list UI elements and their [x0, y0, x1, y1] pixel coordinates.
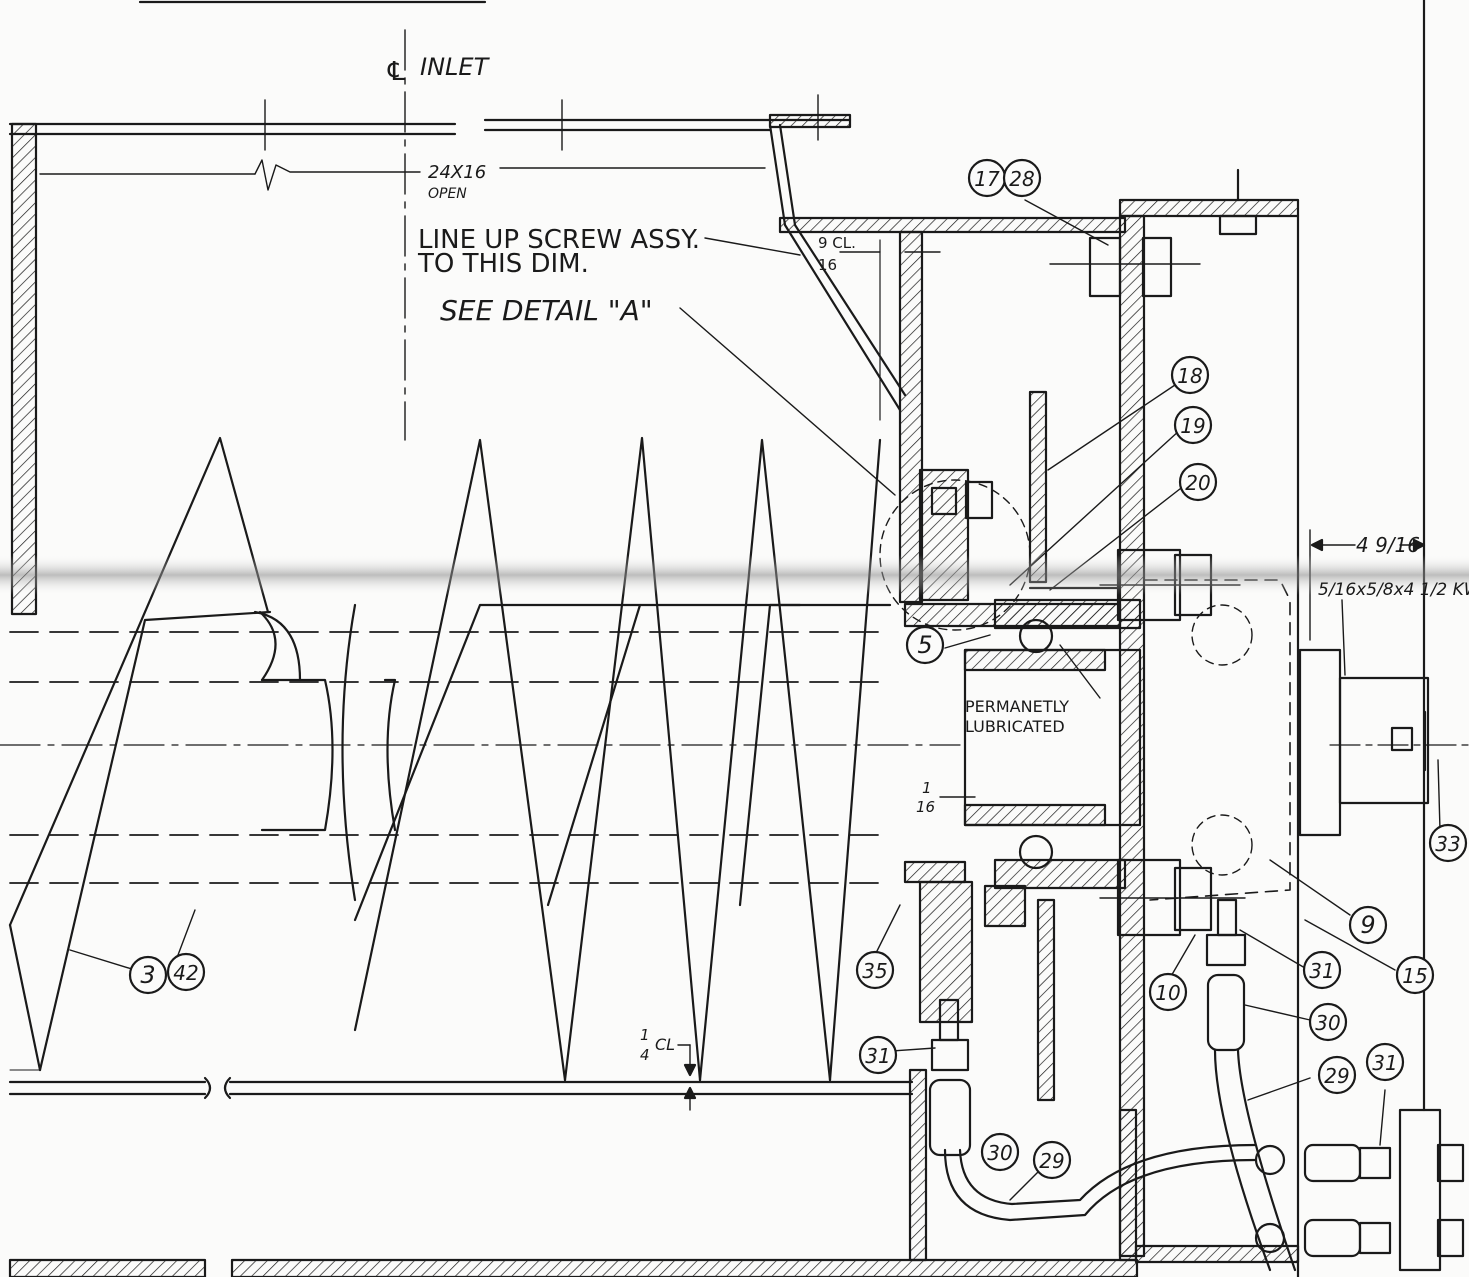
bottom-cl-num: 1: [640, 1026, 650, 1044]
item-balloon-label: 3: [140, 961, 155, 989]
item-balloon-label: 15: [1402, 964, 1427, 988]
item-balloon-31: 31: [858, 1035, 898, 1075]
item-balloon-19: 19: [1173, 405, 1213, 445]
item-balloon-17: 17: [967, 158, 1007, 198]
keyway-note: 5/16x5/8x4 1/2 KWY: [1318, 580, 1469, 600]
item-balloon-31: 31: [1302, 950, 1342, 990]
item-balloon-label: 18: [1177, 364, 1202, 388]
item-balloon-label: 5: [917, 631, 932, 659]
item-balloon-20: 20: [1178, 462, 1218, 502]
item-balloon-9: 9: [1348, 905, 1388, 945]
item-balloon-30: 30: [1308, 1002, 1348, 1042]
item-balloon-label: 29: [1039, 1149, 1064, 1173]
bottom-cl-den: 4: [640, 1046, 650, 1064]
gap-dim-den: 16: [916, 798, 935, 816]
item-balloon-35: 35: [855, 950, 895, 990]
item-balloon-18: 18: [1170, 355, 1210, 395]
line-up-note-1: LINE UP SCREW ASSY.: [418, 225, 700, 255]
inlet-label: INLET: [420, 53, 491, 81]
item-balloon-29: 29: [1032, 1140, 1072, 1180]
lube-note-2: LUBRICATED: [965, 717, 1065, 736]
dim-right-label: 4 9/16: [1356, 533, 1420, 557]
item-balloon-15: 15: [1395, 955, 1435, 995]
item-balloon-33: 33: [1428, 823, 1468, 863]
item-balloon-5: 5: [905, 625, 945, 665]
item-balloon-label: 19: [1180, 414, 1205, 438]
bottom-cl-text: CL: [655, 1035, 675, 1054]
gap-dim-num: 1: [922, 779, 932, 797]
item-balloon-label: 31: [1309, 959, 1334, 983]
item-balloon-30: 30: [980, 1132, 1020, 1172]
open-dim-label: 24X16: [428, 162, 486, 183]
item-balloon-label: 29: [1324, 1064, 1349, 1088]
item-balloon-label: 31: [865, 1044, 890, 1068]
item-balloon-42: 42: [166, 952, 206, 992]
item-balloon-label: 33: [1435, 832, 1460, 856]
item-balloon-28: 28: [1002, 158, 1042, 198]
item-balloon-label: 17: [974, 167, 1000, 191]
item-balloon-label: 31: [1372, 1051, 1397, 1075]
open-word-label: OPEN: [428, 186, 467, 202]
item-balloon-label: 9: [1360, 911, 1375, 939]
item-balloon-29: 29: [1317, 1055, 1357, 1095]
item-balloon-label: 20: [1185, 471, 1210, 495]
item-balloon-label: 30: [987, 1141, 1012, 1165]
item-balloon-label: 30: [1315, 1011, 1340, 1035]
item-balloon-label: 35: [862, 959, 887, 983]
item-balloon-label: 28: [1009, 167, 1034, 191]
fold-crease: [0, 555, 1469, 595]
item-balloon-3: 3: [128, 955, 168, 995]
centerline-symbol: ℄: [387, 57, 405, 87]
clearance-top-num: 9 CL.: [818, 234, 856, 252]
item-balloon-label: 10: [1155, 981, 1180, 1005]
line-up-note-2: TO THIS DIM.: [417, 249, 589, 279]
see-detail-note: SEE DETAIL "A": [440, 294, 653, 327]
lube-note-1: PERMANETLY: [965, 697, 1069, 716]
item-balloon-10: 10: [1148, 972, 1188, 1012]
item-balloon-label: 42: [173, 961, 198, 985]
item-balloon-31: 31: [1365, 1042, 1405, 1082]
item-balloons: 17 28 18 19 20 5 33 9 15 31 10 30 29 31 35 31 30 29 3 42: [128, 158, 1468, 1180]
clearance-top-den: 16: [818, 256, 837, 274]
